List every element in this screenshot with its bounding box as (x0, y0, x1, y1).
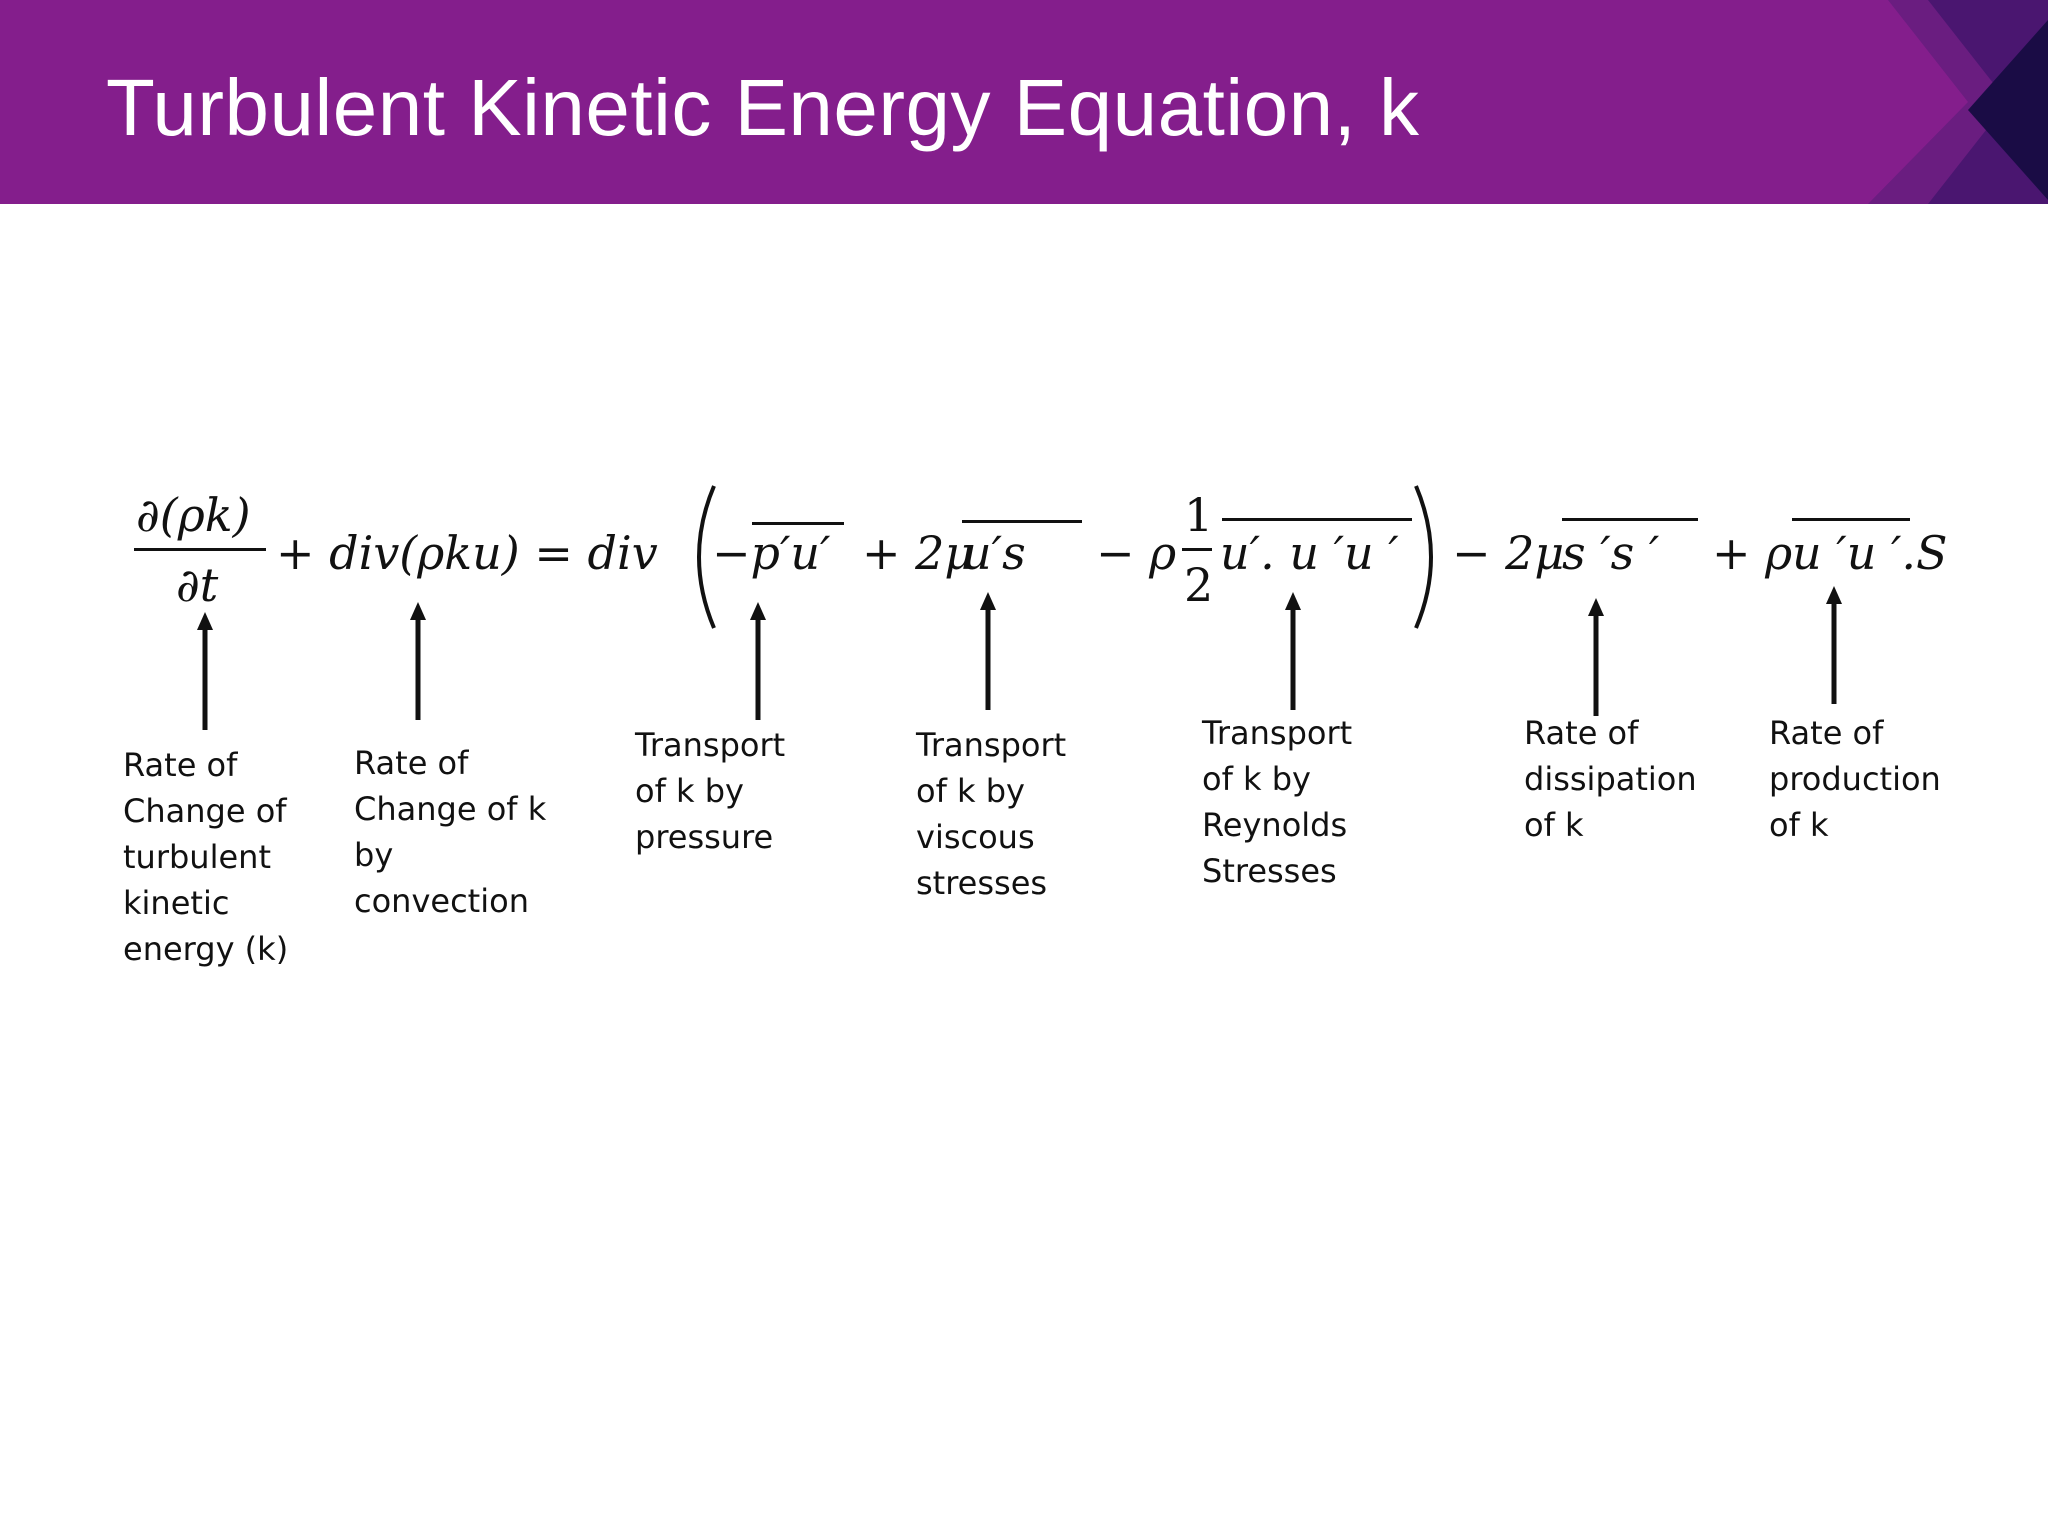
equation-dissipation-prefix: − 2μ (1452, 526, 1565, 580)
equation-dissipation-term: s ′s ′ (1562, 526, 1660, 580)
overline-production (1792, 518, 1910, 521)
overline-viscous (962, 520, 1082, 523)
equation-viscous-term: u′s (962, 526, 1026, 580)
equation-fraction-numerator: ∂(ρk) (136, 488, 251, 542)
equation-fraction-denominator: ∂t (176, 558, 219, 612)
equation-pressure-term: −p′u′ (712, 526, 831, 580)
overline-pressure (752, 522, 844, 525)
half-fraction-bar (1182, 548, 1212, 551)
header-banner: Turbulent Kinetic Energy Equation, k (0, 0, 2048, 204)
overline-reynolds (1222, 518, 1412, 521)
equation-reynolds-term: u′. u ′u ′ (1220, 526, 1399, 580)
left-parenthesis (697, 485, 716, 629)
right-parenthesis (1414, 485, 1433, 629)
half-denominator: 2 (1184, 558, 1214, 612)
tke-equation: ∂(ρk) ∂t + div(ρku) = div −p′u′ + 2μ u′s… (0, 0, 2048, 700)
equation-convection-term: + div(ρku) = div (276, 526, 658, 580)
equation-production-prefix: + ρ (1712, 526, 1793, 580)
fraction-bar (134, 548, 266, 551)
half-numerator: 1 (1184, 488, 1214, 542)
slide-title: Turbulent Kinetic Energy Equation, k (106, 63, 1420, 152)
equation-reynolds-prefix: − ρ (1096, 526, 1177, 580)
equation-viscous-prefix: + 2μ (862, 526, 975, 580)
equation-production-term: u ′u ′.S (1792, 526, 1948, 580)
overline-dissipation (1562, 518, 1698, 521)
corner-decoration (1868, 0, 2048, 204)
